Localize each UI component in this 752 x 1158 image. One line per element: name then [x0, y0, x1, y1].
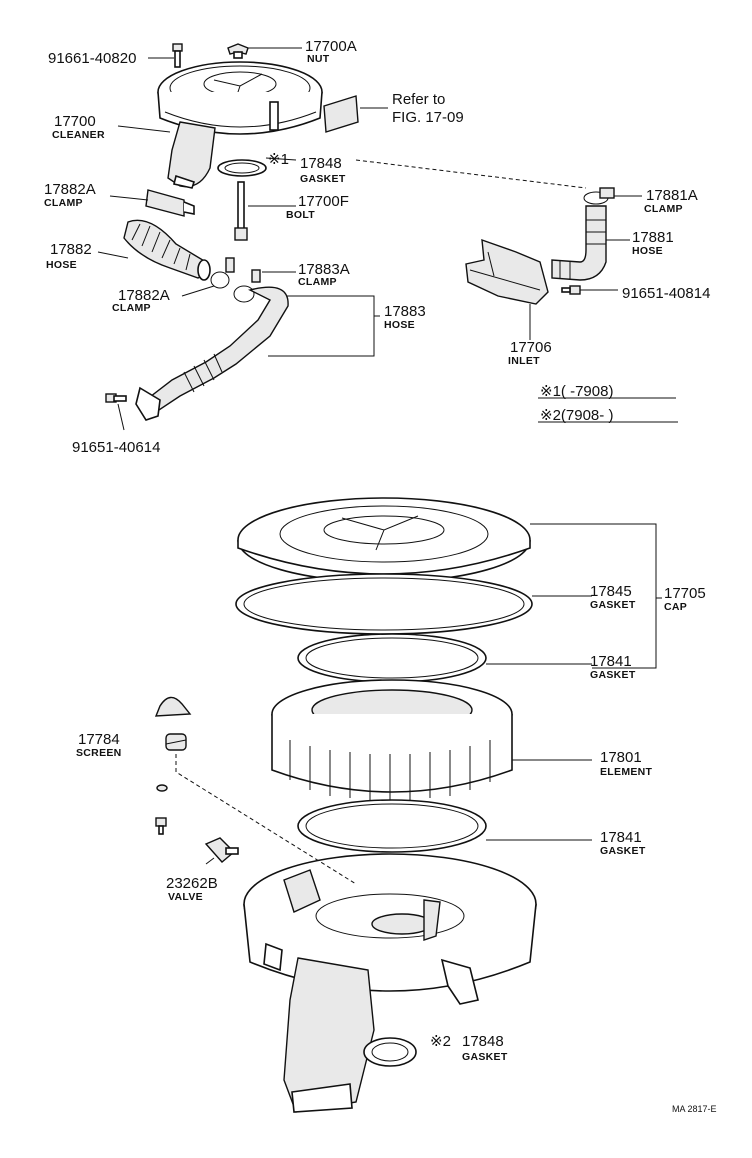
hose-17882-drawing [123, 219, 211, 281]
label-17705-name: CAP [664, 601, 687, 613]
label-91651-40614: 91651-40614 [72, 439, 160, 456]
bolt-17700F-drawing [234, 181, 248, 241]
bolt-91651-40814-drawing [561, 285, 581, 295]
label-17848-bottom-name: GASKET [462, 1051, 508, 1063]
label-17882A-top-name: CLAMP [44, 197, 83, 209]
label-17841-low-name: GASKET [600, 845, 646, 857]
label-17881-part: 17881 [632, 229, 674, 246]
cap-17705-drawing [237, 497, 531, 583]
label-17848-top-part: 17848 [300, 155, 342, 172]
valve-23262B-drawing [204, 837, 239, 863]
legend-note1: ※1( -7908) [540, 383, 613, 400]
label-17883-name: HOSE [384, 319, 415, 331]
label-91661-40820: 91661-40820 [48, 50, 136, 67]
bolt-91661-drawing [172, 43, 183, 68]
air-cleaner-assembly-drawing [157, 61, 323, 189]
label-17882-name: HOSE [46, 259, 77, 271]
label-17845-name: GASKET [590, 599, 636, 611]
label-17784-name: SCREEN [76, 747, 122, 759]
label-17705-part: 17705 [664, 585, 706, 602]
hose-17883-drawing [135, 286, 289, 421]
label-17841-top-part: 17841 [590, 653, 632, 670]
gasket-17848-bottom-drawing [363, 1037, 417, 1067]
refer-indicator-drawing [323, 95, 388, 133]
label-23262B-part: 23262B [166, 875, 218, 892]
label-refer-line2: FIG. 17-09 [392, 109, 464, 126]
footer-ref: MA 2817-E [672, 1104, 717, 1114]
label-17700F-name: BOLT [286, 209, 315, 221]
dashed-link-top [355, 159, 587, 189]
label-17848-top-mark: ※1 [268, 151, 289, 168]
label-17700A-name: NUT [307, 53, 330, 65]
label-17883-part: 17883 [384, 303, 426, 320]
gasket-17848-top-drawing [217, 159, 267, 177]
label-17848-bottom-mark: ※2 [430, 1033, 451, 1050]
label-17883A-part: 17883A [298, 261, 350, 278]
clamp-17883A-drawing [233, 269, 261, 303]
wing-nut-drawing [227, 43, 249, 59]
label-17801-name: ELEMENT [600, 766, 653, 778]
housing-drawing [243, 853, 537, 1113]
label-17841-low-part: 17841 [600, 829, 642, 846]
label-17882A-low-part: 17882A [118, 287, 170, 304]
label-17882A-top-part: 17882A [44, 181, 96, 198]
label-91651-40814: 91651-40814 [622, 285, 710, 302]
label-17848-top-name: GASKET [300, 173, 346, 185]
label-23262B-name: VALVE [168, 891, 203, 903]
leader-lines [97, 47, 678, 865]
label-17706-part: 17706 [510, 339, 552, 356]
clamp-17882A-top-drawing [145, 189, 195, 217]
bolt-91651-40614-drawing [105, 393, 127, 403]
label-17882-part: 17882 [50, 241, 92, 258]
element-17801-drawing [271, 679, 513, 800]
clamp-17882A-low-drawing [210, 257, 235, 289]
label-17784-part: 17784 [78, 731, 120, 748]
label-17706-name: INLET [508, 355, 540, 367]
screen-parts-drawing [154, 696, 192, 835]
label-17883A-name: CLAMP [298, 276, 337, 288]
label-17881A-name: CLAMP [644, 203, 683, 215]
label-17881A-part: 17881A [646, 187, 698, 204]
label-17700A-part: 17700A [305, 38, 357, 55]
label-17848-bottom-part: 17848 [462, 1033, 504, 1050]
label-17700-name: CLEANER [52, 129, 105, 141]
label-17841-top-name: GASKET [590, 669, 636, 681]
dashed-link-screen [175, 754, 357, 885]
hose-17881-drawing [551, 205, 607, 281]
inlet-17706-drawing [465, 238, 549, 305]
label-refer-line1: Refer to [392, 91, 445, 108]
label-17700-part: 17700 [54, 113, 96, 130]
label-17881-name: HOSE [632, 245, 663, 257]
label-17845-part: 17845 [590, 583, 632, 600]
label-17700F-part: 17700F [298, 193, 349, 210]
gasket-17841-top-drawing [297, 633, 487, 683]
gasket-17841-low-drawing [297, 799, 487, 853]
label-17801-part: 17801 [600, 749, 642, 766]
clamp-17881A-drawing [583, 187, 615, 205]
legend-note2: ※2(7908- ) [540, 407, 613, 424]
gasket-17845-drawing [235, 573, 533, 635]
label-17882A-low-name: CLAMP [112, 302, 151, 314]
